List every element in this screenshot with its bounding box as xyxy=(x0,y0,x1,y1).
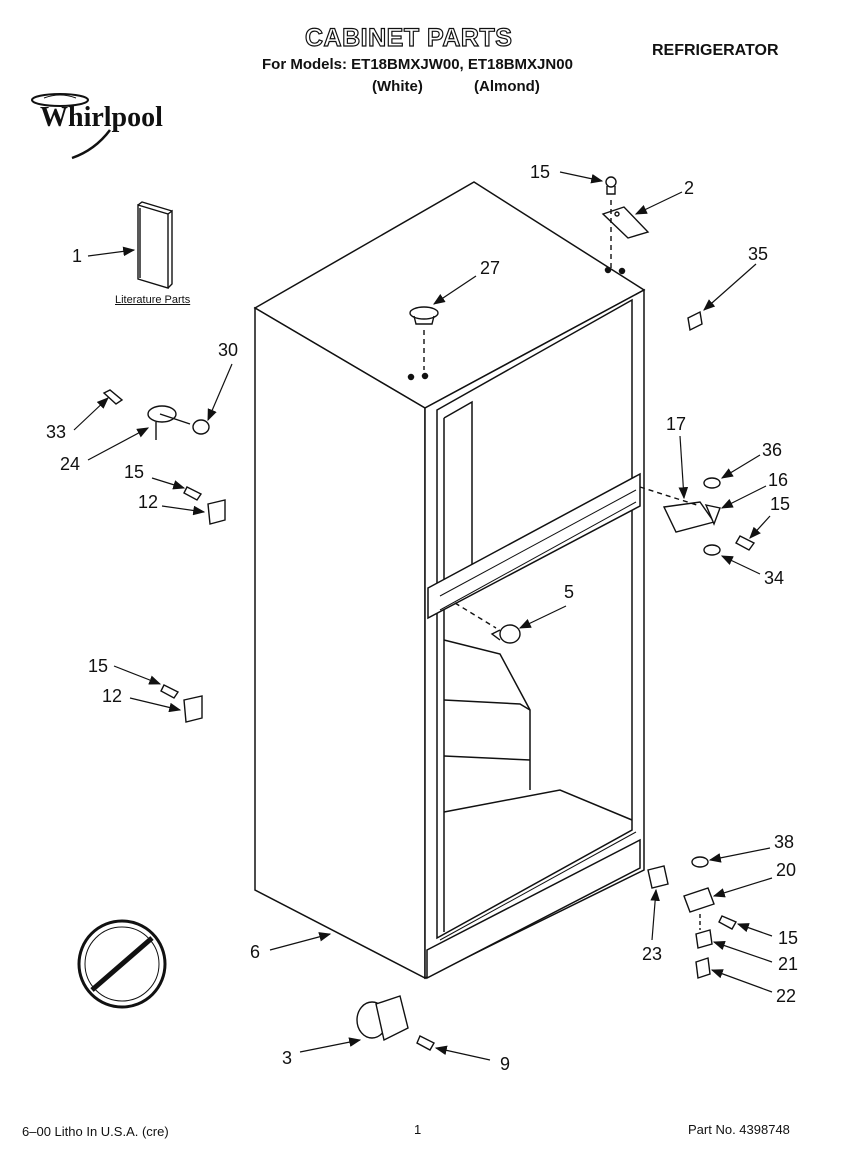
callout-15-left-lower: 15 xyxy=(88,656,109,676)
part-15-screw-lower-right xyxy=(718,915,737,930)
callout-5: 5 xyxy=(564,582,575,602)
part-15-top-screw xyxy=(605,176,617,195)
callout-15-right: 15 xyxy=(770,494,791,514)
callout-15-lower-right: 15 xyxy=(778,928,799,948)
part-12-hinge-cover-upper xyxy=(207,499,226,525)
callout-36: 36 xyxy=(762,440,783,460)
part-23-spacer xyxy=(647,865,669,889)
part-30-washer xyxy=(192,419,210,435)
whirlpool-logo xyxy=(31,93,111,160)
literature-label: Literature Parts xyxy=(115,294,191,306)
color-white-label: (White) xyxy=(372,78,423,95)
part-33-screw xyxy=(102,389,124,405)
callout-3: 3 xyxy=(282,1048,293,1068)
part-22-screw xyxy=(695,957,711,979)
part-20-hinge xyxy=(683,887,715,913)
literature-booklet-icon xyxy=(137,201,173,289)
models-line: For Models: ET18BMXJW00, ET18BMXJN00 xyxy=(262,56,573,73)
part-16-shim xyxy=(704,504,721,526)
footer-litho: 6–00 Litho In U.S.A. (cre) xyxy=(22,1124,169,1139)
callout-17: 17 xyxy=(666,414,687,434)
part-5-knob xyxy=(490,624,521,644)
callout-35: 35 xyxy=(748,244,769,264)
callout-12-lower: 12 xyxy=(102,686,123,706)
brand-logo-text: Whirlpool xyxy=(40,102,163,133)
callout-30: 30 xyxy=(218,340,239,360)
part-38-washer xyxy=(691,856,709,868)
callout-22: 22 xyxy=(776,986,797,1006)
callout-leaders xyxy=(73,171,773,1061)
part-21-hinge-pin xyxy=(695,929,713,949)
page-title: CABINET PARTS xyxy=(304,23,513,52)
callout-9: 9 xyxy=(500,1054,511,1074)
part-35-cap xyxy=(687,310,703,332)
refrigerator-cabinet xyxy=(253,181,646,980)
part-15-screw-left-upper xyxy=(183,486,203,501)
part-34-washer xyxy=(703,544,721,556)
callout-23: 23 xyxy=(642,944,663,964)
footer-part-number: Part No. 4398748 xyxy=(688,1122,790,1137)
callout-15-top: 15 xyxy=(530,162,551,182)
part-27-plug xyxy=(409,306,439,325)
callout-34: 34 xyxy=(764,568,785,588)
part-36-washer xyxy=(703,477,721,489)
callout-6: 6 xyxy=(250,942,261,962)
callout-20: 20 xyxy=(776,860,797,880)
part-9-screw xyxy=(416,1035,435,1051)
category-label: REFRIGERATOR xyxy=(652,42,779,59)
part-15-screw-right xyxy=(735,535,756,551)
callout-16: 16 xyxy=(768,470,789,490)
part-24-hinge-pin xyxy=(147,405,191,440)
callout-33: 33 xyxy=(46,422,67,442)
callout-21: 21 xyxy=(778,954,799,974)
part-3-roller-assembly xyxy=(356,995,409,1042)
no-r12-symbol xyxy=(77,919,167,1009)
part-2-bracket xyxy=(601,206,650,239)
callout-1: 1 xyxy=(72,246,83,266)
callout-12-upper: 12 xyxy=(138,492,159,512)
callout-2: 2 xyxy=(684,178,695,198)
color-almond-label: (Almond) xyxy=(474,78,540,95)
part-15-screw-left-lower xyxy=(160,684,180,699)
callout-15-left-upper: 15 xyxy=(124,462,145,482)
part-12-hinge-cover-lower xyxy=(183,695,203,723)
callout-27: 27 xyxy=(480,258,501,278)
footer-page-number: 1 xyxy=(414,1122,422,1137)
callout-38: 38 xyxy=(774,832,795,852)
callout-24: 24 xyxy=(60,454,81,474)
